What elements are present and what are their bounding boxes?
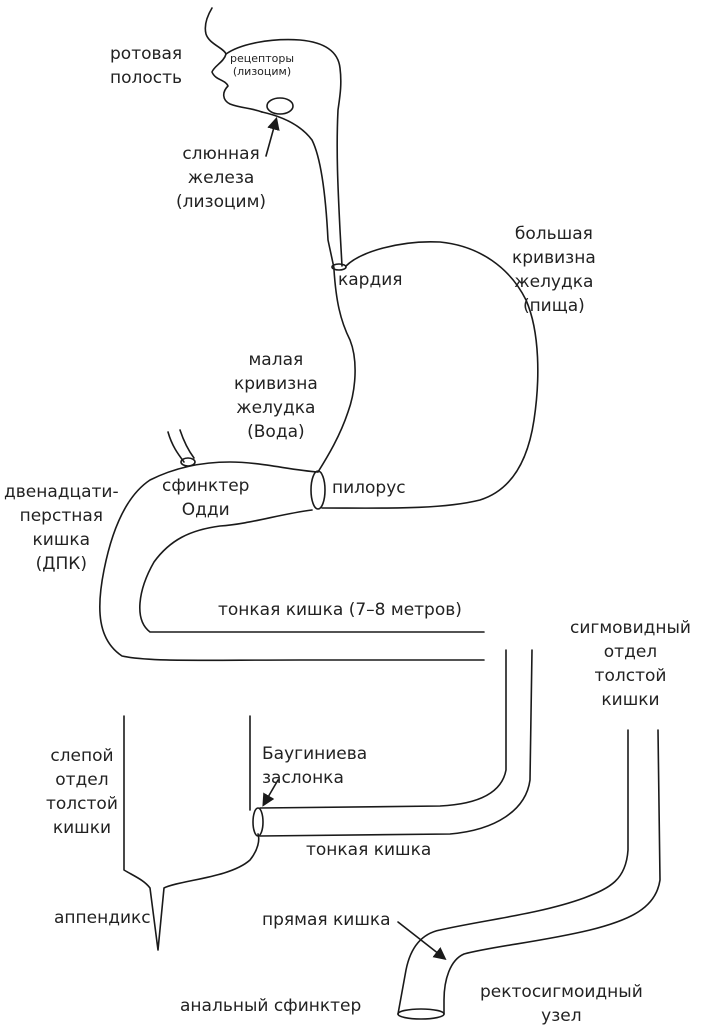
label-bauhin-valve: Баугиниева заслонка bbox=[262, 744, 368, 788]
label-pylorus: пилорус bbox=[332, 478, 406, 498]
label-receptors: рецепторы (лизоцим) bbox=[230, 52, 295, 78]
sigmoid-colon-inner bbox=[443, 729, 661, 1015]
bauhin-valve-arrow bbox=[262, 779, 279, 807]
label-oral-cavity: ротовая полость bbox=[110, 44, 183, 88]
oral-cavity-outline bbox=[225, 38, 343, 267]
label-rectosigmoid: ректосигмоидный узел bbox=[480, 982, 643, 1026]
salivary-gland-shape bbox=[266, 97, 294, 115]
label-appendix: аппендикс bbox=[54, 908, 151, 928]
stomach-lesser-curvature bbox=[317, 269, 356, 473]
label-anal-sphincter: анальный сфинктер bbox=[180, 996, 362, 1016]
sigmoid-colon-outer bbox=[397, 729, 629, 1015]
label-small-intestine-top: тонкая кишка (7–8 метров) bbox=[218, 600, 462, 620]
label-rectum: прямая кишка bbox=[262, 910, 391, 930]
bile-duct-right bbox=[179, 429, 195, 459]
label-small-intestine-bottom: тонкая кишка bbox=[306, 840, 432, 860]
salivary-gland-arrow bbox=[265, 116, 280, 157]
label-lesser-curvature: малая кривизна желудка (Вода) bbox=[234, 350, 318, 442]
small-intestine-tube-outer bbox=[259, 649, 507, 809]
cardia-ring bbox=[331, 263, 347, 271]
esophagus-inner-wall bbox=[261, 111, 335, 269]
duodenum-outer-wall bbox=[99, 461, 485, 662]
stomach-greater-curvature bbox=[321, 240, 539, 509]
rectum-arrow bbox=[397, 921, 447, 960]
face-profile-outline bbox=[204, 7, 263, 113]
pylorus-ring bbox=[310, 470, 326, 510]
duodenum-inner-wall bbox=[139, 509, 485, 633]
small-intestine-tube-inner bbox=[259, 649, 533, 837]
label-salivary-gland: слюнная железа (лизоцим) bbox=[176, 144, 267, 212]
anal-sphincter-ring bbox=[397, 1008, 445, 1020]
label-greater-curvature: большая кривизна желудка (пища) bbox=[512, 224, 596, 316]
label-cecum: слепой отдел толстой кишки bbox=[46, 746, 118, 838]
bauhin-valve-ring bbox=[252, 807, 264, 837]
label-duodenum: двенадцати- перстная кишка (ДПК) bbox=[4, 482, 119, 574]
cecum-appendix-outline bbox=[123, 715, 260, 951]
label-cardia: кардия bbox=[338, 270, 403, 290]
label-oddi-sphincter: сфинктер Одди bbox=[162, 476, 250, 520]
label-sigmoid-colon: сигмовидный отдел толстой кишки bbox=[570, 618, 691, 710]
